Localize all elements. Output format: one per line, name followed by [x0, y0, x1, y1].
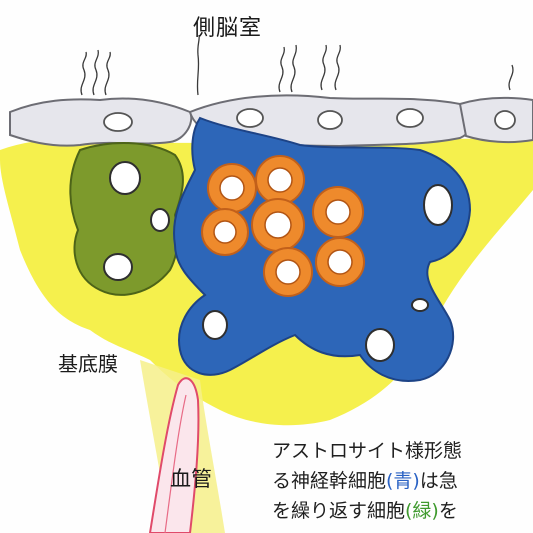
caption-line-2: る神経幹細胞(青)は急	[272, 466, 533, 496]
caption-text: アストロサイト様形態 る神経幹細胞(青)は急 を繰り返す細胞(緑)を	[272, 436, 533, 526]
caption-line-3: を繰り返す細胞(緑)を	[272, 496, 533, 526]
blood-vessel-label: 血管	[170, 463, 212, 493]
lateral-ventricle-label: 側脳室	[193, 10, 262, 42]
caption-line-2-start: る神経幹細胞	[272, 470, 386, 492]
caption-green-marker: (緑)	[405, 500, 439, 522]
basement-membrane-label: 基底膜	[58, 348, 118, 377]
caption-line-1: アストロサイト様形態	[272, 436, 533, 466]
caption-blue-marker: (青)	[386, 470, 420, 492]
caption-line-2-end: は急	[420, 470, 458, 492]
cilia	[81, 35, 513, 95]
caption-line-3-start: を繰り返す細胞	[272, 500, 405, 522]
caption-line-3-end: を	[439, 500, 458, 522]
